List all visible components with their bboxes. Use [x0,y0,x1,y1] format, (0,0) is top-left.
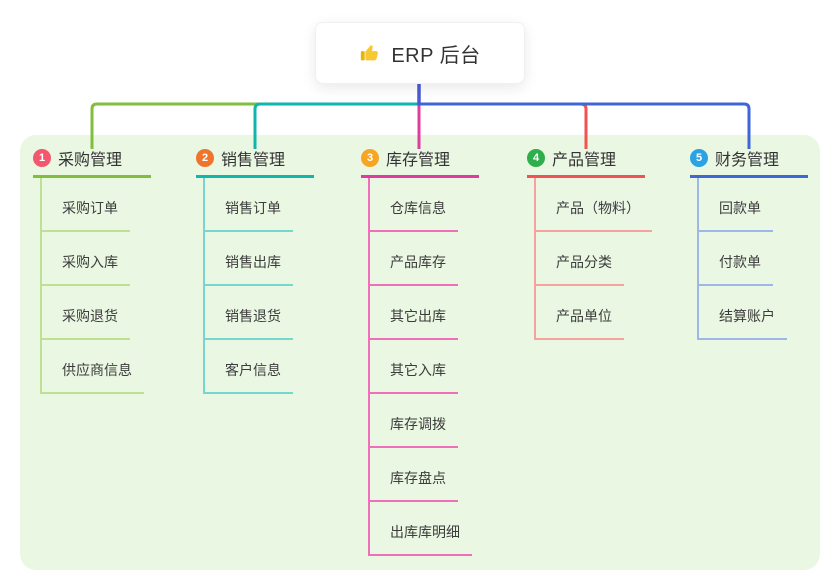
branch-number-badge: 1 [33,148,51,167]
branch-title[interactable]: 4 产品管理 [527,146,645,178]
mindmap-background-panel [20,135,820,570]
branch-number-badge: 3 [361,148,379,167]
child-node[interactable]: 销售出库 [205,252,293,286]
branch-children: 产品（物料） 产品分类产品单位 [534,178,652,340]
branch-title-label: 财务管理 [715,151,780,169]
branch-title-label: 销售管理 [221,151,286,169]
thumbs-up-icon [361,45,379,61]
branch-number-badge: 5 [690,148,708,167]
child-node[interactable]: 其它出库 [370,306,458,340]
branch-node-3: 3 库存管理 仓库信息产品库存其它出库其它入库库存调拨库存盘点出库库明细 [361,146,479,556]
branch-children: 销售订单销售出库销售退货客户信息 [203,178,314,394]
child-node[interactable]: 付款单 [699,252,773,286]
child-node[interactable]: 供应商信息 [42,360,144,394]
branch-title-label: 产品管理 [552,151,617,169]
child-node[interactable]: 采购入库 [42,252,130,286]
child-node[interactable]: 产品分类 [536,252,624,286]
branch-title-label: 库存管理 [386,151,451,169]
branch-title[interactable]: 2 销售管理 [196,146,314,178]
branch-node-1: 1 采购管理 采购订单采购入库采购退货供应商信息 [33,146,151,394]
child-node[interactable]: 结算账户 [699,306,787,340]
child-node[interactable]: 出库库明细 [370,522,472,556]
child-node[interactable]: 库存调拨 [370,414,458,448]
child-node[interactable]: 销售订单 [205,198,293,232]
branch-node-5: 5 财务管理 回款单付款单结算账户 [690,146,808,340]
branch-title[interactable]: 5 财务管理 [690,146,808,178]
child-node[interactable]: 库存盘点 [370,468,458,502]
branch-children: 采购订单采购入库采购退货供应商信息 [40,178,151,394]
branch-title[interactable]: 3 库存管理 [361,146,479,178]
child-node[interactable]: 仓库信息 [370,198,458,232]
child-node[interactable]: 销售退货 [205,306,293,340]
root-node-erp[interactable]: ERP 后台 [315,22,525,84]
branch-number-badge: 2 [196,148,214,167]
branch-title-label: 采购管理 [58,151,123,169]
branch-node-2: 2 销售管理 销售订单销售出库销售退货客户信息 [196,146,314,394]
child-node[interactable]: 采购订单 [42,198,130,232]
child-node[interactable]: 产品单位 [536,306,624,340]
branch-title[interactable]: 1 采购管理 [33,146,151,178]
branch-children: 仓库信息产品库存其它出库其它入库库存调拨库存盘点出库库明细 [368,178,479,556]
child-node[interactable]: 采购退货 [42,306,130,340]
branch-number-badge: 4 [527,148,545,167]
child-node[interactable]: 回款单 [699,198,773,232]
child-node[interactable]: 产品（物料） [536,198,652,232]
branch-node-4: 4 产品管理 产品（物料） 产品分类产品单位 [527,146,652,340]
root-node-label: ERP 后台 [391,44,481,67]
branch-children: 回款单付款单结算账户 [697,178,808,340]
child-node[interactable]: 客户信息 [205,360,293,394]
child-node[interactable]: 其它入库 [370,360,458,394]
child-node[interactable]: 产品库存 [370,252,458,286]
